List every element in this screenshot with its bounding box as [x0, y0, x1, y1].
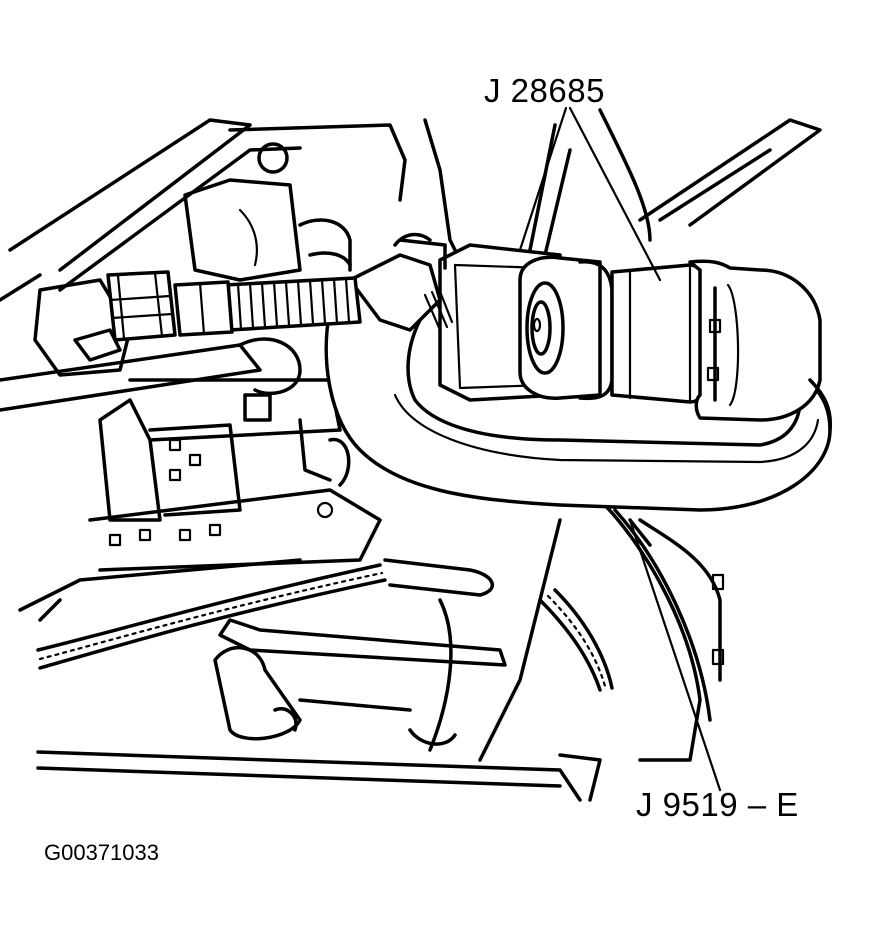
forcing-screw-threads	[236, 277, 351, 331]
tool-label-j28685: J 28685	[484, 72, 605, 109]
tool-j9519-e-frame	[598, 498, 725, 762]
figure-id: G00371033	[44, 840, 159, 865]
wiring-harness	[36, 558, 614, 692]
tool-j28685-press	[106, 232, 833, 512]
leader-lines	[518, 106, 722, 792]
tool-label-j9519-e: J 9519 – E	[636, 786, 799, 823]
lower-control-arm	[36, 518, 602, 802]
vehicle-structure	[0, 108, 822, 622]
